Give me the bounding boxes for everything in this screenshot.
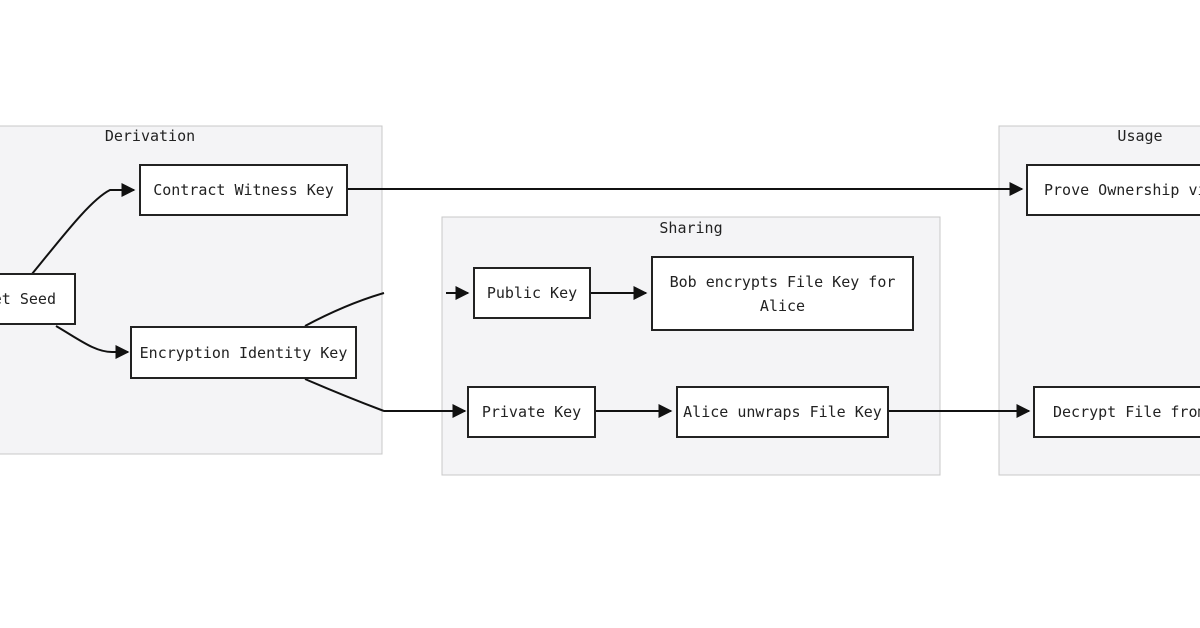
edge-encryption-identity-to-public-key <box>304 293 468 327</box>
node-private-key: Private Key <box>467 386 596 438</box>
node-bob-encrypts-file-key: Bob encrypts File Key for Alice <box>651 256 914 331</box>
node-contract-witness-key: Contract Witness Key <box>139 164 348 216</box>
edge-encryption-identity-to-private-key <box>304 378 467 418</box>
cluster-title-derivation: Derivation <box>104 127 196 145</box>
edge-seed-to-contract-witness <box>31 183 136 275</box>
node-decrypt-file: Decrypt File from I <box>1033 386 1200 438</box>
node-wallet-seed: et Seed <box>0 273 76 325</box>
node-alice-unwraps-file-key: Alice unwraps File Key <box>676 386 889 438</box>
node-public-key: Public Key <box>473 267 591 319</box>
node-prove-ownership: Prove Ownership via <box>1026 164 1200 216</box>
edge-seed-to-encryption-identity <box>55 325 130 359</box>
cluster-title-usage: Usage <box>1117 127 1163 145</box>
node-encryption-identity-key: Encryption Identity Key <box>130 326 357 379</box>
cluster-title-sharing: Sharing <box>659 219 723 237</box>
